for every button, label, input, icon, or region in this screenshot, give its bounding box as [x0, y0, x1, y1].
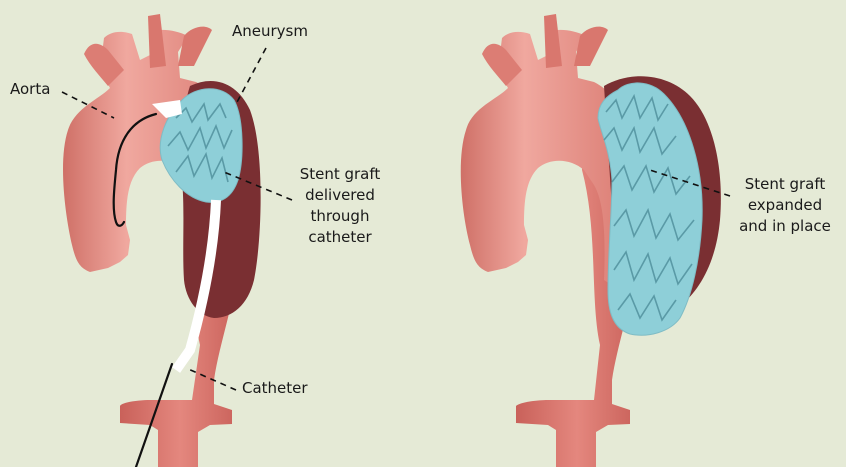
label-stent-expanded-line-3: and in place — [730, 216, 840, 237]
label-stent-delivered: Stent graft delivered through catheter — [294, 164, 386, 248]
label-aneurysm: Aneurysm — [232, 21, 308, 42]
label-stent-delivered-line-2: delivered — [294, 185, 386, 206]
label-stent-expanded-line-2: expanded — [730, 195, 840, 216]
label-stent-expanded: Stent graft expanded and in place — [730, 174, 840, 237]
label-stent-delivered-line-4: catheter — [294, 227, 386, 248]
label-aorta: Aorta — [10, 79, 50, 100]
label-stent-delivered-line-3: through — [294, 206, 386, 227]
label-stent-expanded-line-1: Stent graft — [730, 174, 840, 195]
label-stent-delivered-line-1: Stent graft — [294, 164, 386, 185]
label-catheter: Catheter — [242, 378, 308, 399]
